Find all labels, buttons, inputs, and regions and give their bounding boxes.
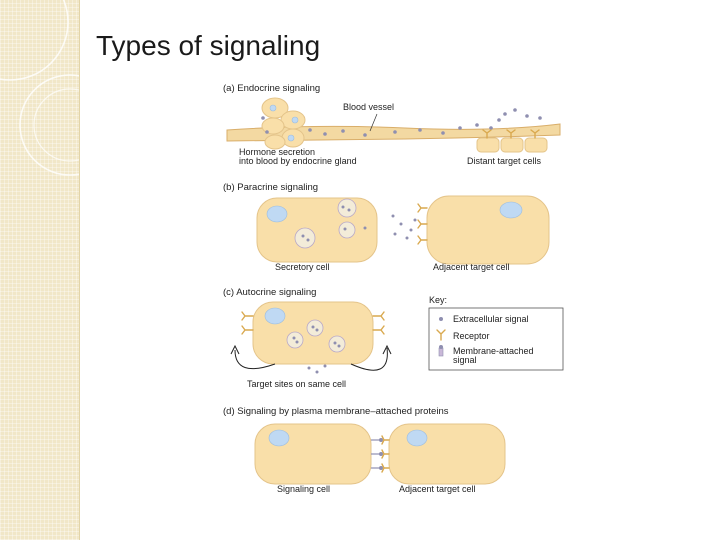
paracrine-heading: (b) Paracrine signaling [223, 182, 318, 193]
key-box [428, 307, 564, 371]
slide-title: Types of signaling [96, 30, 321, 61]
paracrine-panel: (b) Paracrine signaling Secretory cell A… [223, 182, 550, 272]
autocrine-arrow-right [350, 347, 388, 371]
blood-vessel-label: Blood vessel [343, 102, 394, 112]
key-legend: Key: Extracellular signal Receptor Membr… [428, 295, 564, 371]
membrane-signal-icon [438, 345, 444, 357]
hormone-dots [261, 108, 542, 137]
endocrine-heading: (a) Endocrine signaling [223, 83, 320, 94]
distant-target-label: Distant target cells [467, 156, 542, 166]
distant-target-cells [476, 129, 548, 153]
membrane-attached-signals [371, 435, 390, 473]
receptor-icon [436, 329, 446, 341]
signaling-cell-label: Signaling cell [277, 484, 330, 494]
secretory-cell-label: Secretory cell [275, 262, 330, 272]
gland-label-line2: into blood by endocrine gland [239, 156, 357, 166]
adjacent-target-cell-b [426, 195, 550, 265]
blood-vessel-pointer [369, 113, 378, 132]
endocrine-panel: (a) Endocrine signaling Blood vessel Hor… [223, 83, 561, 166]
autocrine-arrow-left [234, 349, 276, 370]
autocrine-panel: (c) Autocrine signaling Target sites on … [223, 287, 392, 389]
target-sites-label: Target sites on same cell [247, 379, 346, 389]
key-item-receptor: Receptor [453, 331, 490, 341]
paracrine-target-label: Adjacent target cell [433, 262, 510, 272]
key-item-signal: Extracellular signal [453, 314, 529, 324]
secretory-nucleus [266, 205, 288, 223]
membrane-panel: (d) Signaling by plasma membrane–attache… [223, 406, 506, 494]
signaling-figure: (a) Endocrine signaling Blood vessel Hor… [223, 83, 564, 494]
gland-label-line1: Hormone secretion [239, 147, 315, 157]
autocrine-heading: (c) Autocrine signaling [223, 287, 316, 298]
endocrine-gland [261, 97, 306, 150]
key-item-membrane-line2: signal [453, 355, 477, 365]
paracrine-signal-dots [301, 205, 417, 242]
signal-dot-icon [439, 317, 443, 321]
membrane-target-label: Adjacent target cell [399, 484, 476, 494]
adjacent-target-cell-d [388, 423, 506, 485]
decorative-circles-icon [0, 0, 79, 176]
decorative-sidebar [0, 0, 80, 540]
key-item-membrane: Membrane-attached [453, 346, 534, 356]
key-heading: Key: [429, 295, 447, 305]
autocrine-signal-dots [292, 325, 341, 374]
membrane-heading: (d) Signaling by plasma membrane–attache… [223, 406, 449, 417]
